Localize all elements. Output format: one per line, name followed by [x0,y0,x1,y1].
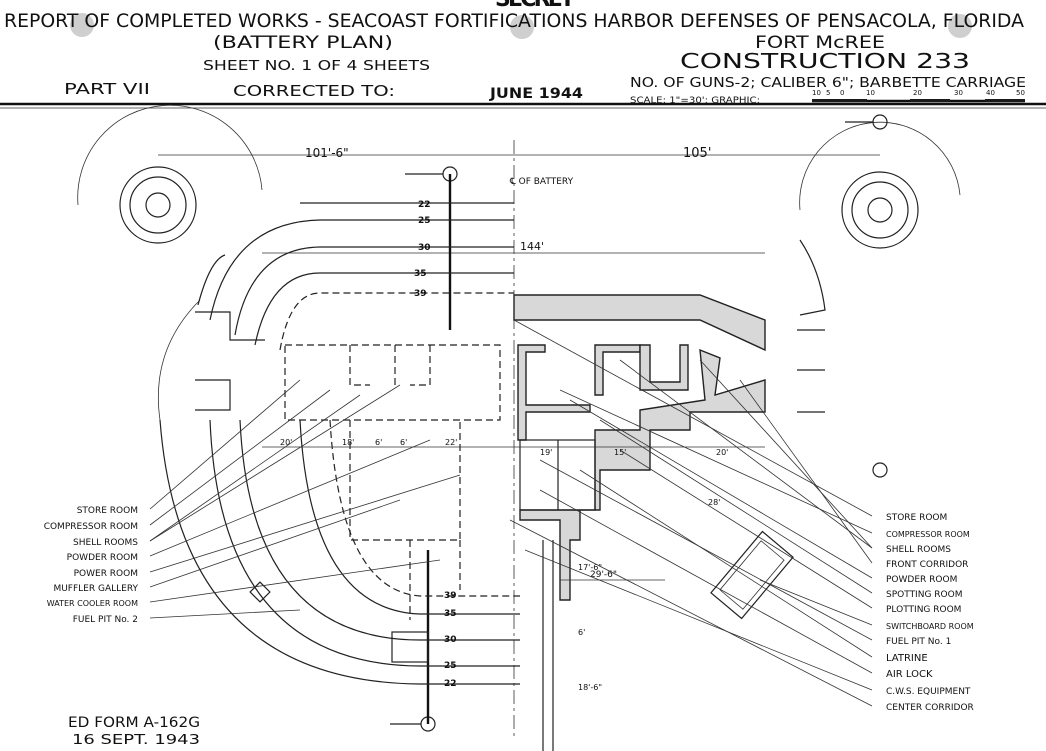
gun-specification: NO. OF GUNS-2; CALIBER 6"; BARBETTE CARR… [630,76,1026,91]
legend-item: CENTER CORRIDOR [886,703,974,713]
hole-punch [948,14,972,38]
contour-lines-top: 22 25 30 35 39 [209,200,514,351]
legend-right: STORE ROOM COMPRESSOR ROOM SHELL ROOMS F… [886,513,974,713]
dimension-label: 101'-6" [305,146,349,160]
contour-label: 35 [414,269,427,279]
right-wing-rooms [513,239,826,751]
scale-tick: 50 [1016,89,1025,97]
scale-tick: 10 [812,89,821,97]
scale-tick: 0 [840,89,844,97]
contour-label: 25 [418,216,431,226]
legend-item: COMPRESSOR ROOM [44,522,138,532]
centerline-label: ℄ OF BATTERY [509,177,574,187]
sheet-number: SHEET NO. 1 OF 4 SHEETS [203,59,430,74]
contour-lines-bottom: 39 35 30 25 22 [159,419,520,689]
dimension-label: 19' [540,448,552,457]
form-number: ED FORM A-162G [68,715,200,731]
dimension-label: 6' [375,438,382,447]
gun-emplacement-left [77,104,263,421]
legend-item: SWITCHBOARD ROOM [886,622,974,631]
dimension-label: 6' [578,628,585,637]
legend-item: STORE ROOM [77,506,138,516]
gun-emplacement-right [799,121,961,249]
hole-punch [70,13,94,37]
scale-tick: 20 [913,89,922,97]
dimension-label: 17'-6" [578,563,602,572]
scale-tick: 5 [826,89,830,97]
legend-item: SHELL ROOMS [886,545,951,555]
room-dimensions: 20' 18' 6' 6' 22' 19' 15' 20' 28' 17'-6"… [280,438,728,692]
dimension-label: 18' [342,438,354,447]
dimension-label: 20' [716,448,728,457]
classification-mark: SECRET [495,0,575,12]
legend-item: LATRINE [886,653,928,664]
dimension-label: 29'-6" [590,570,617,580]
legend-item: FUEL PIT No. 2 [73,615,138,625]
legend-item: POWDER ROOM [886,575,957,585]
graphic-scale-bar: 10 5 0 10 20 30 40 50 [812,89,1025,103]
dimension-label: 6' [400,438,407,447]
fort-name: FORT McREE [755,33,885,53]
contour-label: 39 [414,289,427,299]
legend-left: STORE ROOM COMPRESSOR ROOM SHELL ROOMS P… [44,506,139,625]
hole-punch [510,15,534,39]
legend-item: SHELL ROOMS [73,538,138,548]
section-marker [845,114,888,130]
legend-item: FUEL PIT No. 1 [886,637,951,647]
dimension-label: 15' [614,448,626,457]
corrected-date: JUNE 1944 [489,86,583,102]
legend-item: AIR LOCK [886,669,933,680]
dimension-label: 18'-6" [578,683,602,692]
report-title: REPORT OF COMPLETED WORKS - SEACOAST FOR… [4,10,1024,32]
legend-item: COMPRESSOR ROOM [886,530,970,539]
left-wing-rooms [195,254,501,663]
scale-tick: 30 [954,89,963,97]
legend-item: POWDER ROOM [67,553,138,563]
dimension-label: 105' [683,146,711,161]
contour-label: 30 [444,635,457,645]
contour-label: 35 [444,609,457,619]
legend-item: SPOTTING ROOM [886,590,962,600]
right-leader-lines [509,319,873,707]
legend-item: POWER ROOM [74,569,138,579]
plan-type: (BATTERY PLAN) [213,33,393,53]
legend-item: STORE ROOM [886,513,947,523]
section-marker [405,166,458,330]
form-date: 16 SEPT. 1943 [72,733,200,748]
construction-number: CONSTRUCTION 233 [680,49,970,73]
contour-label: 30 [418,243,431,253]
dimension-label: 144' [520,240,544,253]
dimension-label: 28' [708,498,720,507]
legend-item: MUFFLER GALLERY [53,584,138,594]
contour-label: 39 [444,591,457,601]
legend-item: WATER COOLER ROOM [47,599,138,608]
legend-item: PLOTTING ROOM [886,605,961,615]
contour-label: 22 [418,200,431,210]
scale-tick: 10 [866,89,875,97]
part-number: PART VII [64,80,150,98]
contour-label: 22 [444,679,457,689]
contour-label: 25 [444,661,457,671]
legend-item: C.W.S. EQUIPMENT [886,687,971,697]
scale-note: SCALE: 1"=30'; GRAPHIC: [630,96,760,106]
scale-tick: 40 [986,89,995,97]
section-marker [872,462,888,478]
corrected-label: CORRECTED TO: [233,82,395,100]
left-leader-lines [149,379,461,619]
dimension-label: 22' [445,438,457,447]
dimension-label: 20' [280,438,292,447]
legend-item: FRONT CORRIDOR [886,560,968,570]
